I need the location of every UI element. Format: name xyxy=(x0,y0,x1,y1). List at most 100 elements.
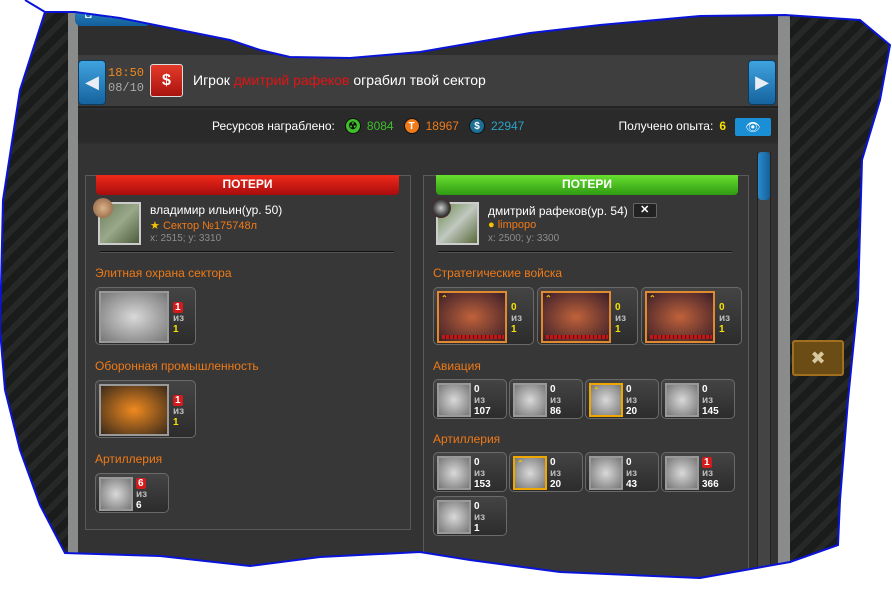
help-icon[interactable]: ? xyxy=(107,9,115,21)
time: 18:50 xyxy=(108,66,145,80)
section-title: Авиация xyxy=(433,359,481,373)
repair-tools-button[interactable]: ✖ xyxy=(792,340,844,376)
attacker-name[interactable]: дмитрий рафеков(ур. 54) xyxy=(488,203,628,218)
rank-chevron-icon: ⌃ xyxy=(593,386,600,395)
background-right xyxy=(790,12,890,578)
section-title: Артиллерия xyxy=(95,452,163,466)
radiation-icon: ☢ xyxy=(344,118,361,134)
titanium-value: 18967 xyxy=(425,119,459,133)
unit-image: ⌃ xyxy=(645,291,715,343)
rank-chevron-icon: ⌃ xyxy=(441,294,448,303)
arrow-right-icon: ▶ xyxy=(755,72,769,92)
credits-value: 22947 xyxy=(490,119,525,133)
dollar-glyph: $ xyxy=(162,71,171,89)
unit-image xyxy=(99,477,133,511)
unit-image xyxy=(99,384,169,436)
attacker-coords: x: 2500; y: 3300 xyxy=(488,233,560,244)
defender-panel: ПОТЕРИ владимир ильин(ур. 50) ★ Сектор №… xyxy=(85,175,411,530)
prev-button[interactable]: ◀ xyxy=(78,60,106,105)
unit-image: ⌃ xyxy=(513,456,547,490)
screenshot-icon[interactable]: ◘ xyxy=(85,9,92,21)
date: 08/10 xyxy=(108,81,145,95)
close-icon[interactable]: ✕ xyxy=(632,203,657,218)
resources-label: Ресурсов награблено: xyxy=(212,119,335,133)
clan-label: limpopo xyxy=(497,219,537,231)
attacker-name-row: дмитрий рафеков(ур. 54) ✕ xyxy=(488,203,657,218)
unit-image xyxy=(437,383,471,417)
rank-chevron-icon: ⌃ xyxy=(649,294,656,303)
arrow-left-icon: ◀ xyxy=(85,72,99,92)
defender-losses-header: ПОТЕРИ xyxy=(96,175,399,195)
msg-prefix: Игрок xyxy=(193,72,230,88)
attacker-clan[interactable]: ● limpopo xyxy=(488,219,536,231)
section-title: Артиллерия xyxy=(433,432,501,446)
unit-image xyxy=(665,383,699,417)
xp-value: 6 xyxy=(719,119,726,133)
divider xyxy=(100,251,394,253)
attacker-losses-header: ПОТЕРИ xyxy=(436,175,738,195)
scrollbar[interactable] xyxy=(757,152,771,578)
notification-message: Игрок дмитрий рафеков ограбил твой секто… xyxy=(193,72,486,88)
attacker-info: дмитрий рафеков(ур. 54) ✕ ● limpopo x: 2… xyxy=(431,198,736,246)
unit-image: ⌃ xyxy=(589,383,623,417)
xp-label: Получено опыта: xyxy=(618,119,714,133)
scrollbar-thumb[interactable] xyxy=(758,152,770,200)
next-button[interactable]: ▶ xyxy=(748,60,776,105)
star-icon: ★ xyxy=(150,220,160,232)
health-bar xyxy=(442,335,504,339)
divider xyxy=(438,251,732,253)
attacker-link[interactable]: дмитрий рафеков xyxy=(233,72,350,88)
unit-image xyxy=(589,456,623,490)
clan-skull-icon: ● xyxy=(488,219,495,231)
xp-summary: Получено опыта: 6 xyxy=(619,110,726,142)
radiation-value: 8084 xyxy=(366,119,394,133)
top-tab[interactable]: ◘ ? xyxy=(75,9,151,26)
credits-icon: $ xyxy=(468,118,485,134)
unit-image xyxy=(437,500,471,534)
attacker-panel: ПОТЕРИ дмитрий рафеков(ур. 54) ✕ ● limpo… xyxy=(423,175,749,578)
skull-badge-icon xyxy=(431,198,451,218)
eye-icon: 👁 xyxy=(745,120,761,134)
sector-label: Сектор №175748л xyxy=(162,220,258,232)
report-content: ПОТЕРИ владимир ильин(ур. 50) ★ Сектор №… xyxy=(78,144,778,578)
defender-name[interactable]: владимир ильин(ур. 50) xyxy=(150,203,283,217)
section-title: Оборонная промышленность xyxy=(95,359,259,373)
health-bar xyxy=(650,335,712,339)
view-button[interactable]: 👁 xyxy=(735,118,771,136)
section-title: Элитная охрана сектора xyxy=(95,266,232,280)
section-title: Стратегические войска xyxy=(433,266,563,280)
defender-sector[interactable]: ★ Сектор №175748л xyxy=(150,219,257,232)
rank-chevron-icon: ⌃ xyxy=(545,294,552,303)
